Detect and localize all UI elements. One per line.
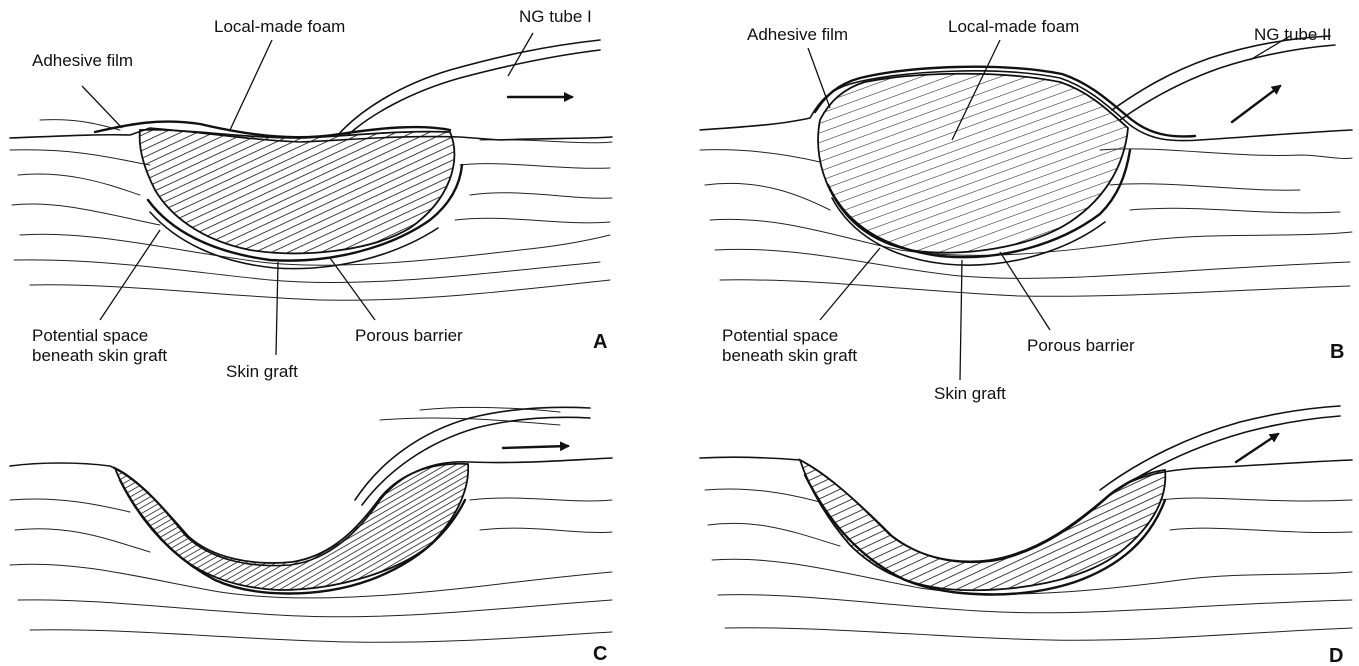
tissue-layers-c [10, 407, 612, 642]
arrow-icon [1232, 86, 1280, 122]
label-potential-space-b-line1: Potential space [722, 326, 838, 345]
panel-b: Adhesive film Local-made foam NG tube II… [700, 17, 1352, 403]
skin-surface-c [10, 458, 612, 566]
foam-d [800, 460, 1165, 590]
label-adhesive-film-a: Adhesive film [32, 51, 133, 70]
ng-tube-c [355, 407, 590, 500]
label-skin-graft-b: Skin graft [934, 384, 1006, 403]
label-porous-barrier-b: Porous barrier [1027, 336, 1135, 355]
panel-letter-c: C [593, 643, 607, 665]
label-ng-tube-b: NG tube II [1254, 25, 1331, 44]
panel-c: C [10, 407, 612, 665]
label-skin-graft-a: Skin graft [226, 362, 298, 381]
panel-letter-a: A [593, 331, 607, 353]
skin-surface-d [700, 457, 1352, 561]
panel-letter-d: D [1329, 645, 1343, 666]
label-potential-space-b-line2: beneath skin graft [722, 346, 857, 365]
label-potential-space-a-line2: beneath skin graft [32, 346, 167, 365]
label-porous-barrier-a: Porous barrier [355, 326, 463, 345]
panel-a: Adhesive film Local-made foam NG tube I … [10, 7, 612, 381]
label-potential-space-a-line1: Potential space [32, 326, 148, 345]
label-ng-tube-a: NG tube I [519, 7, 592, 26]
label-adhesive-film-b: Adhesive film [747, 25, 848, 44]
panel-d: D [700, 406, 1352, 666]
foam-c [115, 464, 468, 590]
arrow-icon [503, 446, 568, 448]
ng-tube-a [338, 40, 600, 135]
label-local-made-foam-a: Local-made foam [214, 17, 345, 36]
panel-letter-b: B [1330, 341, 1344, 363]
ng-tube-b [1112, 36, 1330, 110]
arrow-icon [1236, 434, 1278, 462]
label-local-made-foam-b: Local-made foam [948, 17, 1079, 36]
